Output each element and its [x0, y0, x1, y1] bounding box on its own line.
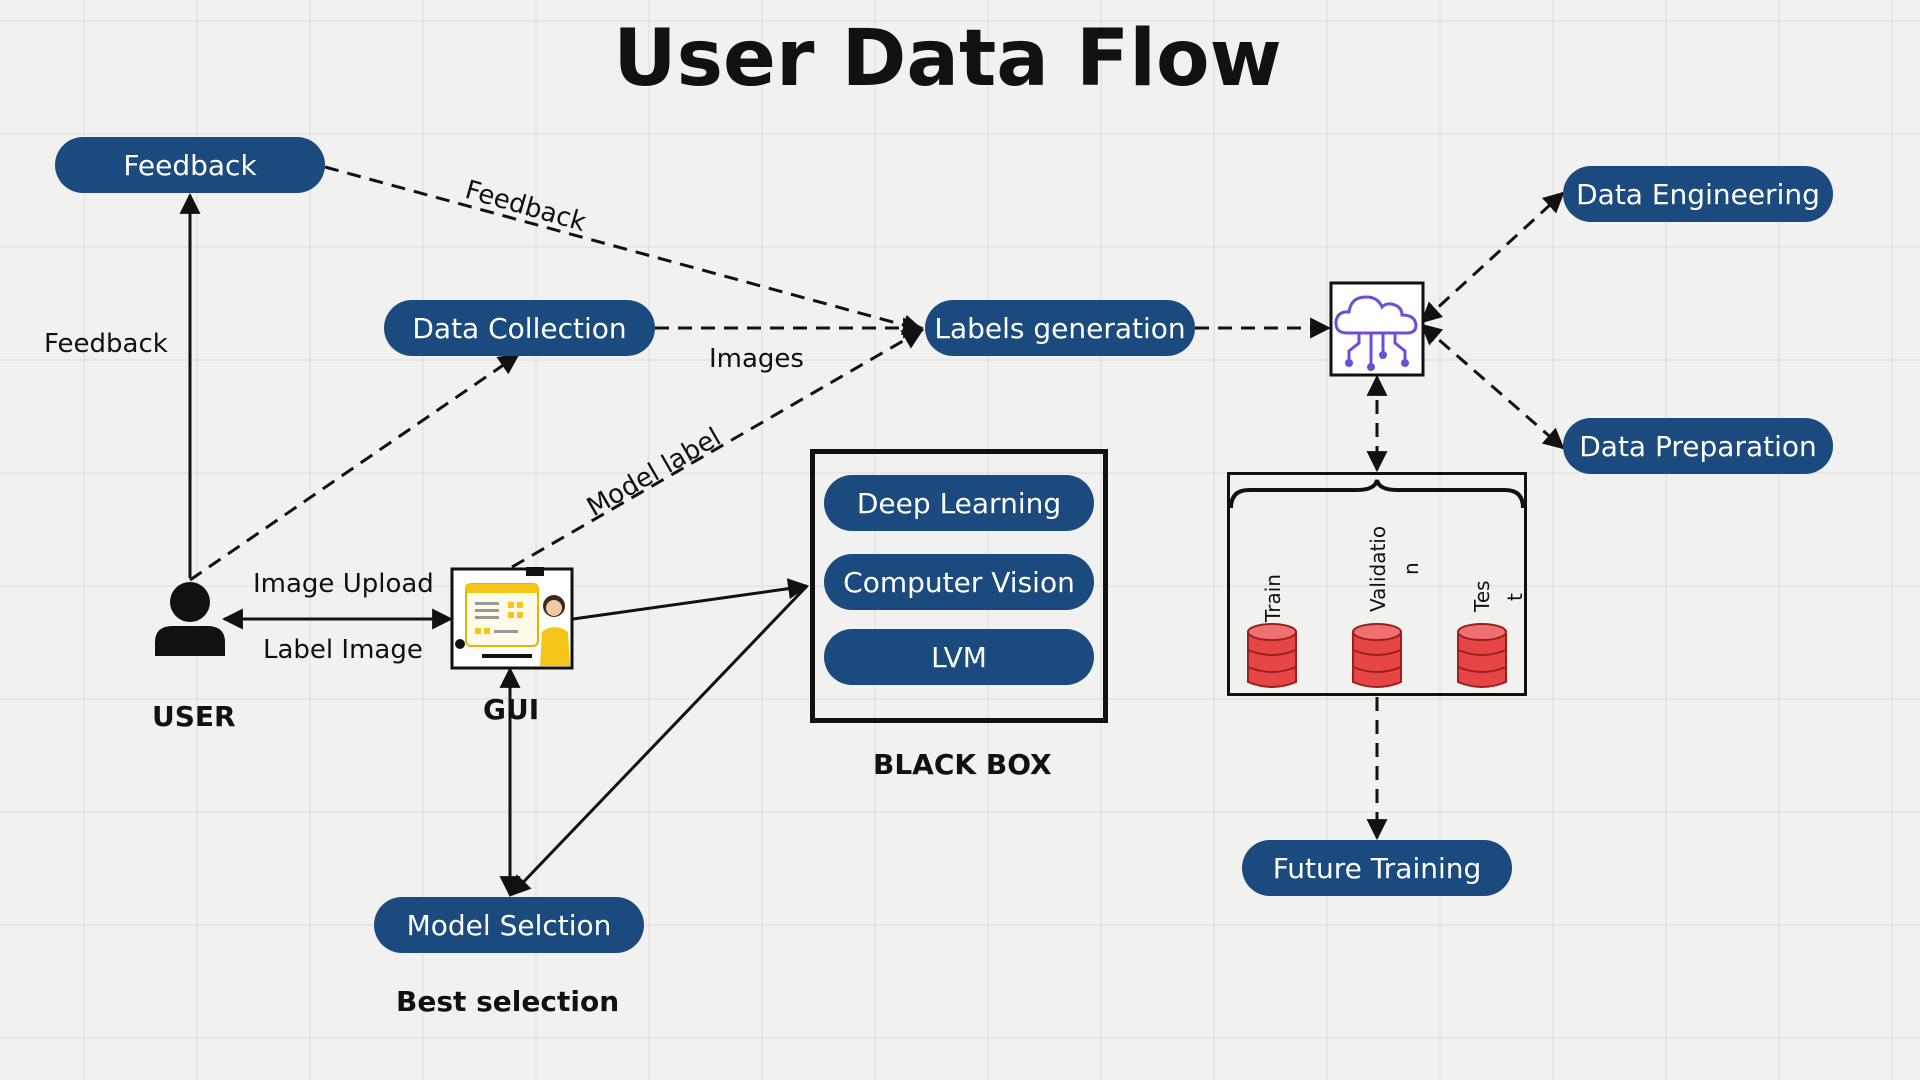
edge-gui-blackbox: [572, 578, 810, 621]
split-test-label-a: Tes: [1470, 580, 1494, 612]
caption-user: USER: [152, 700, 236, 733]
node-deep-learning: Deep Learning: [824, 475, 1094, 531]
database-icon: [1247, 623, 1297, 688]
node-future-training: Future Training: [1242, 840, 1512, 896]
caption-best-selection: Best selection: [396, 985, 620, 1018]
edge-label-images: Images: [709, 344, 804, 374]
edge-cloud-data-engineering: [1420, 191, 1565, 324]
edge-feedback-to-labels: [324, 165, 925, 336]
split-validation-label-b: n: [1399, 562, 1423, 575]
diagram-title: User Data Flow: [613, 14, 1282, 104]
edge-label-label-image: Label Image: [263, 635, 423, 665]
node-data-engineering: Data Engineering: [1563, 166, 1833, 222]
split-train-label: Train: [1261, 574, 1285, 622]
edge-blackbox-model-selection: [509, 584, 809, 897]
brace-icon: [1229, 479, 1525, 509]
node-computer-vision: Computer Vision: [824, 554, 1094, 610]
edge-label-image-upload: Image Upload: [253, 569, 434, 599]
caption-gui: GUI: [483, 693, 540, 726]
node-data-collection: Data Collection: [384, 300, 655, 356]
cloud-network-icon: [1329, 281, 1425, 377]
edge-gui-to-labels: [511, 328, 924, 569]
caption-black-box: BLACK BOX: [873, 748, 1052, 781]
edge-cloud-data-preparation: [1420, 323, 1565, 450]
node-model-selection: Model Selction: [374, 897, 644, 953]
edge-label-feedback-left: Feedback: [44, 329, 168, 359]
node-feedback: Feedback: [55, 137, 325, 193]
edge-user-to-collection: [189, 353, 520, 582]
person-icon: [155, 582, 225, 656]
gui-screen-icon: [450, 567, 574, 670]
node-labels-generation: Labels generation: [925, 300, 1195, 356]
database-icon: [1457, 623, 1507, 688]
split-test-label-b: t: [1503, 593, 1527, 601]
node-lvm: LVM: [824, 629, 1094, 685]
split-validation-label-a: Validatio: [1366, 525, 1390, 612]
node-data-preparation: Data Preparation: [1563, 418, 1833, 474]
database-icon: [1352, 623, 1402, 688]
black-box: [810, 449, 1108, 723]
dataset-split-box: [1227, 472, 1527, 696]
